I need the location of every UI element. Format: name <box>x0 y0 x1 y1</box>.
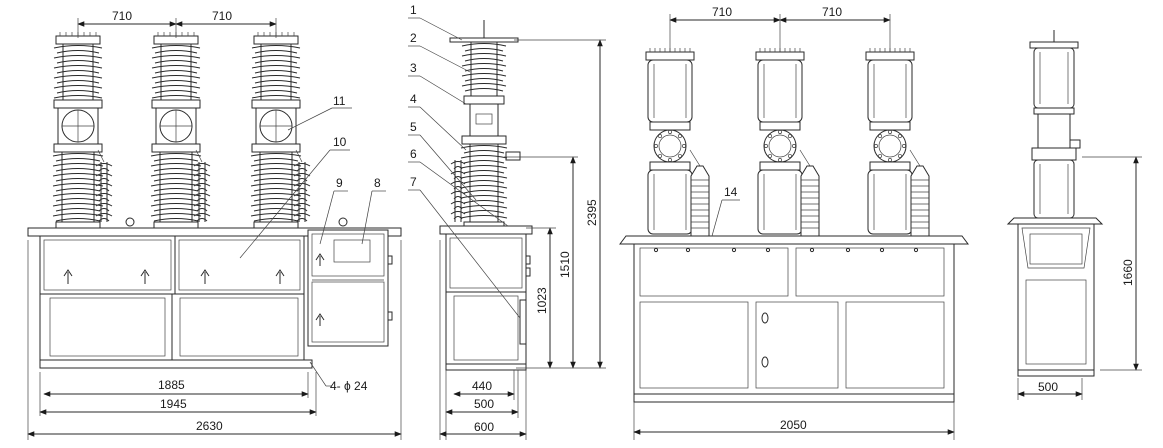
front-view: 710 710 1885 1945 2630 4- ϕ 24 11 10 9 <box>27 9 402 440</box>
callout-8: 8 <box>374 176 381 190</box>
side-view: 1 2 3 4 5 6 7 <box>408 3 606 440</box>
dim-front-2630: 2630 <box>196 419 223 433</box>
holes-label: 4- ϕ 24 <box>330 379 368 393</box>
callout-10: 10 <box>333 135 347 149</box>
dim-front-1885: 1885 <box>158 378 185 392</box>
dim-side-440: 440 <box>472 379 492 393</box>
rear-bolts <box>653 247 919 253</box>
rear-poles <box>645 48 930 237</box>
dim-rear-pitch-right: 710 <box>822 5 842 19</box>
dim-front-1945: 1945 <box>160 397 187 411</box>
end-cabinet <box>1017 223 1095 371</box>
dim-rear-2050: 2050 <box>780 418 807 432</box>
lifting-arrows <box>63 269 285 284</box>
side-pole <box>449 20 521 229</box>
rear-view: 710 710 14 2050 <box>619 5 969 440</box>
side-callouts: 1 2 3 4 5 6 7 <box>408 3 521 319</box>
rear-base-plate <box>619 235 969 245</box>
rear-cabinet <box>633 243 955 395</box>
callout-9: 9 <box>336 176 343 190</box>
side-lower-frame <box>445 291 527 365</box>
callout-11: 11 <box>333 94 346 108</box>
dim-side-500: 500 <box>474 397 494 411</box>
dim-side-1023: 1023 <box>535 287 549 314</box>
dim-rear-pitch-left: 710 <box>712 5 732 19</box>
callout-14: 14 <box>724 185 738 199</box>
side-upper-cabinet <box>445 233 527 293</box>
callout-6: 6 <box>410 147 417 161</box>
dim-end-1660: 1660 <box>1121 259 1135 286</box>
front-callouts: 11 10 9 8 <box>239 94 386 259</box>
control-cabinet <box>307 229 389 347</box>
dim-end-500: 500 <box>1038 380 1058 394</box>
callout-2: 2 <box>410 31 417 45</box>
callout-5: 5 <box>410 120 417 134</box>
end-view: 1660 500 <box>1006 30 1142 400</box>
dim-front-pitch-left: 710 <box>112 9 132 23</box>
callout-4: 4 <box>410 92 417 106</box>
dim-side-1510: 1510 <box>558 251 572 278</box>
callout-1: 1 <box>410 3 417 17</box>
callout-3: 3 <box>410 61 417 75</box>
front-upper-cabinet <box>39 235 305 295</box>
front-poles <box>52 32 311 229</box>
dim-side-600: 600 <box>474 420 494 434</box>
dim-side-2395: 2395 <box>585 199 599 226</box>
callout-7: 7 <box>410 175 417 189</box>
dim-front-pitch-right: 710 <box>212 9 232 23</box>
end-pole <box>1029 30 1081 219</box>
